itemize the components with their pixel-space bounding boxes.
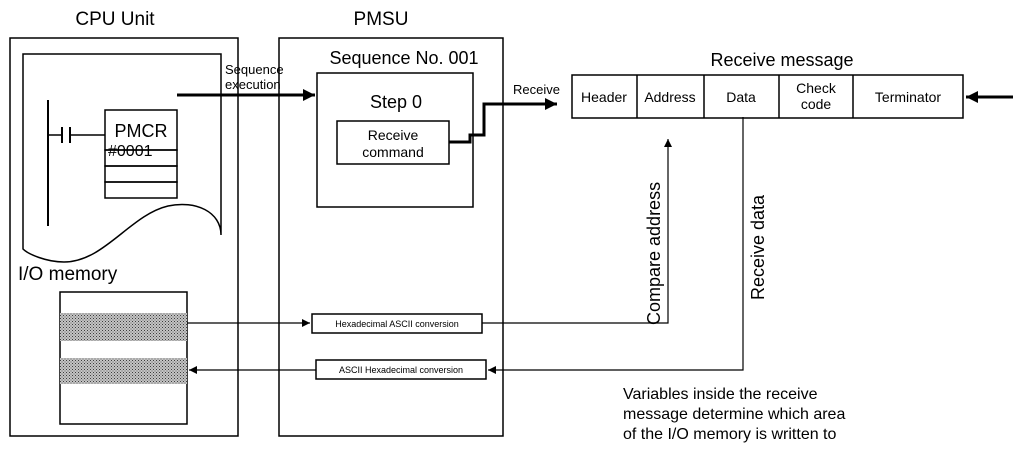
field-address: Address <box>644 89 695 105</box>
field-check-code-line2: code <box>801 96 832 112</box>
io-memory-title: I/O memory <box>18 264 118 285</box>
note-line3: of the I/O memory is written to <box>623 426 837 443</box>
receive-message-frame <box>571 74 964 119</box>
ascii-hex-conversion-label: ASCII Hexadecimal conversion <box>339 365 463 375</box>
cpu-unit-box <box>9 37 239 437</box>
sequence-title: Sequence No. 001 <box>329 48 478 68</box>
pmsu-title: PMSU <box>354 9 409 30</box>
field-check-code-line1: Check <box>796 80 837 96</box>
pmcr-operand-3 <box>104 181 178 199</box>
compare-address-arrow <box>482 139 672 324</box>
cpu-unit-title: CPU Unit <box>75 9 155 30</box>
field-header: Header <box>581 89 627 105</box>
receive-arrow <box>449 98 557 144</box>
receive-label: Receive <box>513 82 560 97</box>
compare-address-label: Compare address <box>644 182 664 325</box>
io-memory-area-address <box>60 313 187 341</box>
ladder-program-panel <box>22 53 222 263</box>
step-title: Step 0 <box>370 92 422 112</box>
note-line2: message determine which area <box>623 406 845 423</box>
pmsu-box <box>278 37 504 437</box>
note-line1: Variables inside the receive <box>623 386 818 403</box>
io-memory-area-data <box>60 358 187 384</box>
pmcr-operand-2 <box>104 165 178 183</box>
hex-ascii-conversion-label: Hexadecimal ASCII conversion <box>335 319 459 329</box>
sequence-execution-line1: Sequence <box>225 62 284 77</box>
sequence-execution-line2: execution <box>225 77 281 92</box>
step-box <box>316 72 474 208</box>
receive-data-label: Receive data <box>748 194 768 300</box>
receive-data-arrow <box>488 117 744 374</box>
pmcr-operand-value: #0001 <box>108 143 153 160</box>
field-data: Data <box>726 89 756 105</box>
receive-command-line1: Receive <box>368 127 419 143</box>
receive-message-title: Receive message <box>710 50 853 70</box>
receive-command-line2: command <box>362 144 423 160</box>
field-terminator: Terminator <box>875 89 941 105</box>
pmcr-label: PMCR <box>115 121 168 141</box>
